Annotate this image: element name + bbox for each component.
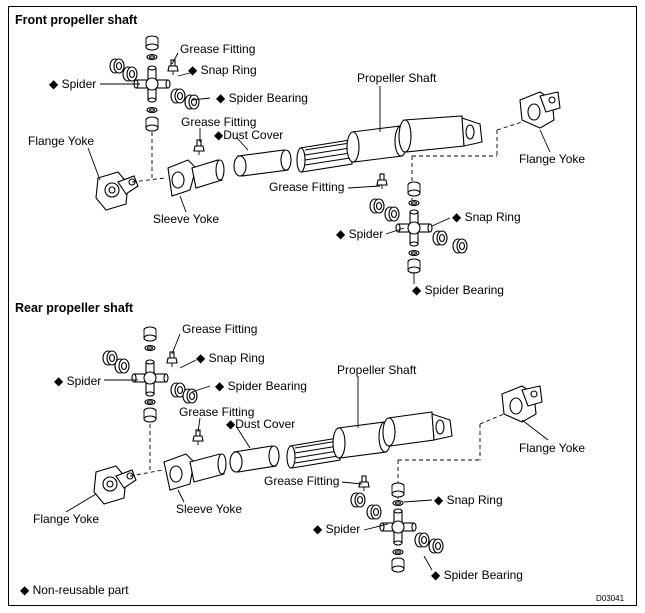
front-flange-yoke-left [95, 171, 139, 211]
rear-flange-yoke-left-label: Flange Yoke [33, 512, 100, 526]
non-reusable-marker: ◆ [313, 522, 323, 536]
legend: ◆ Non-reusable part [20, 583, 129, 597]
front-grease-fitting-3-label: Grease Fitting [269, 180, 345, 194]
rear-sleeve-yoke [163, 429, 227, 491]
non-reusable-marker: ◆ [214, 128, 224, 142]
front-sleeve-yoke-label: Sleeve Yoke [153, 212, 220, 226]
front-propeller-shaft-label: Propeller Shaft [357, 71, 437, 85]
front-spider-bearing-2-label: ◆ Spider Bearing [412, 283, 504, 297]
rear-joint2-parts [350, 475, 444, 573]
rear-spider-2-label: ◆ Spider [313, 522, 361, 536]
rear-grease-fitting-2-label: Grease Fitting [179, 405, 255, 419]
rear-flange-yoke-right-label: Flange Yoke [519, 441, 586, 455]
front-snap-ring-1-label: ◆ Snap Ring [188, 63, 257, 77]
front-spider-1-label: ◆ Spider [49, 77, 97, 91]
rear-spider-bearing-1-label: ◆ Spider Bearing [215, 379, 307, 393]
rear-sleeve-yoke-label: Sleeve Yoke [176, 502, 243, 516]
non-reusable-marker: ◆ [196, 351, 206, 365]
rear-flange-yoke-left [93, 465, 137, 505]
non-reusable-marker: ◆ [412, 283, 422, 297]
rear-grease-fitting-3-label: Grease Fitting [264, 474, 340, 488]
rear-grease-fitting-1-label: Grease Fitting [182, 322, 258, 336]
front-flange-yoke-right [519, 91, 561, 129]
non-reusable-marker: ◆ [452, 210, 462, 224]
figure-code: D03041 [596, 594, 625, 603]
rear-spider-1-label: ◆ Spider [54, 374, 102, 388]
rear-section-title: Rear propeller shaft [15, 301, 134, 315]
non-reusable-marker: ◆ [20, 583, 30, 597]
rear-snap-ring-2-label: ◆ Snap Ring [434, 493, 503, 507]
rear-dust-cover-label: ◆Dust Cover [226, 417, 296, 431]
rear-propeller-shaft-label: Propeller Shaft [337, 363, 417, 377]
rear-dust-cover [229, 445, 280, 473]
front-grease-fitting-1-label: Grease Fitting [180, 42, 256, 56]
legend-text: Non-reusable part [32, 583, 129, 597]
front-leader-lines [87, 52, 551, 284]
non-reusable-marker: ◆ [336, 227, 346, 241]
diagram-frame [8, 6, 637, 606]
non-reusable-marker: ◆ [49, 77, 59, 91]
non-reusable-marker: ◆ [54, 374, 64, 388]
non-reusable-marker: ◆ [216, 91, 226, 105]
non-reusable-marker: ◆ [431, 568, 441, 582]
front-snap-ring-2-label: ◆ Snap Ring [452, 210, 521, 224]
front-sleeve-yoke [167, 139, 225, 197]
rear-snap-ring-1-label: ◆ Snap Ring [196, 351, 265, 365]
rear-flange-yoke-right [501, 385, 543, 423]
front-flange-yoke-right-label: Flange Yoke [519, 152, 586, 166]
non-reusable-marker: ◆ [188, 63, 198, 77]
front-propeller-shaft [296, 115, 483, 173]
front-spider-2-label: ◆ Spider [336, 227, 384, 241]
front-spider-bearing-1-label: ◆ Spider Bearing [216, 91, 308, 105]
non-reusable-marker: ◆ [434, 493, 444, 507]
front-grease-fitting-2-label: Grease Fitting [181, 115, 257, 129]
front-flange-yoke-left-label: Flange Yoke [28, 134, 95, 148]
front-dust-cover [233, 149, 292, 177]
front-dust-cover-label: ◆Dust Cover [214, 128, 284, 142]
non-reusable-marker: ◆ [215, 379, 225, 393]
non-reusable-marker: ◆ [226, 417, 236, 431]
front-section-title: Front propeller shaft [15, 13, 138, 27]
rear-leader-lines [65, 333, 549, 571]
rear-spider-bearing-2-label: ◆ Spider Bearing [431, 568, 523, 582]
rear-propeller-shaft [286, 411, 453, 469]
